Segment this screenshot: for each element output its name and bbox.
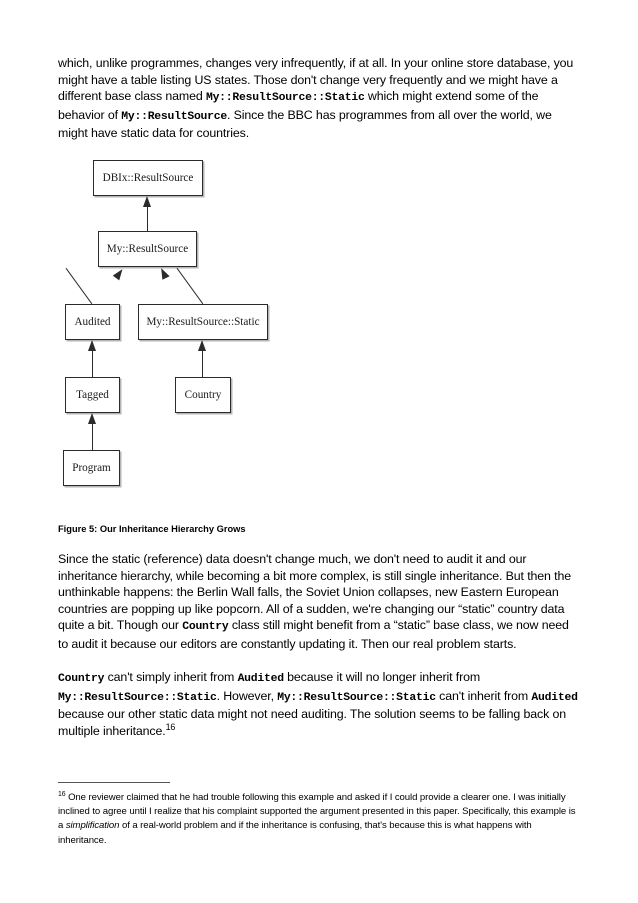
diagram-node-label: Audited xyxy=(74,316,111,328)
paragraph-2-text-1: Since the static (reference) data doesn'… xyxy=(58,552,571,633)
diagram-edge-country-to-static xyxy=(202,351,204,377)
inline-code-my-resultsource: My::ResultSource xyxy=(121,110,227,123)
inline-code-country: Country xyxy=(58,673,105,686)
diagram-arrowhead-myrs-to-dbix xyxy=(143,196,152,207)
paragraph-3-text-3: . However, xyxy=(216,688,278,703)
diagram-arrowhead-country-to-static xyxy=(198,340,207,351)
inline-code-audited: Audited xyxy=(237,673,284,686)
diagram-arrowhead-audited-to-myrs xyxy=(112,266,126,281)
diagram-node-dbix-resultsource: DBIx::ResultSource xyxy=(93,160,203,196)
document-body-continued: Since the static (reference) data doesn'… xyxy=(58,551,579,740)
inline-code-audited: Audited xyxy=(531,691,578,704)
diagram-node-program: Program xyxy=(63,450,120,486)
diagram-edge-program-to-tagged xyxy=(92,424,94,450)
footnote-marker: 16 xyxy=(58,790,66,798)
paragraph-3-text-2: because it will no longer inherit from xyxy=(283,670,481,685)
paragraph-3-text-1: can't simply inherit from xyxy=(104,670,238,685)
paragraph-2-text-2: class still might benefit from a “static… xyxy=(58,618,569,651)
diagram-node-label: Program xyxy=(72,462,111,474)
footnote-text-2: of a real-world problem and if the inher… xyxy=(58,820,532,846)
paragraph-1: which, unlike programmes, changes very i… xyxy=(58,55,579,142)
diagram-arrowhead-program-to-tagged xyxy=(88,413,97,424)
inline-code-my-resultsource-static: My::ResultSource::Static xyxy=(205,92,365,105)
paragraph-1-text-2: which might extend some of the behavior … xyxy=(58,89,539,122)
footnote-emphasis-simplification: simplification xyxy=(65,820,120,832)
diagram-node-label: My::ResultSource::Static xyxy=(146,316,260,328)
footnote-text-1: One reviewer claimed that he had trouble… xyxy=(58,792,576,832)
diagram-node-my-resultsource-static: My::ResultSource::Static xyxy=(138,304,268,340)
diagram-node-tagged: Tagged xyxy=(65,377,120,413)
paragraph-1-text-1: which, unlike programmes, changes very i… xyxy=(58,56,574,104)
diagram-node-label: DBIx::ResultSource xyxy=(102,172,194,184)
figure-inheritance-diagram: DBIx::ResultSource My::ResultSource Audi… xyxy=(58,155,348,500)
paragraph-2: Since the static (reference) data doesn'… xyxy=(58,551,579,653)
footnote-reference-16: 16 xyxy=(165,721,176,732)
diagram-node-country: Country xyxy=(175,377,231,413)
diagram-arrowhead-tagged-to-audited xyxy=(88,340,97,351)
diagram-edge-myrs-to-dbix xyxy=(147,207,149,231)
diagram-edge-tagged-to-audited xyxy=(92,351,94,377)
diagram-node-label: Country xyxy=(184,389,222,401)
diagram-edge-audited-to-myrs xyxy=(65,267,93,305)
diagram-edge-static-to-myrs xyxy=(176,267,204,305)
document-body: which, unlike programmes, changes very i… xyxy=(58,55,579,142)
paragraph-3-text-5: because our other static data might not … xyxy=(58,707,567,738)
footnote-divider xyxy=(58,782,170,783)
footnote-16: 16 One reviewer claimed that he had trou… xyxy=(58,791,579,848)
figure-caption: Figure 5: Our Inheritance Hierarchy Grow… xyxy=(58,524,246,534)
inline-code-country: Country xyxy=(182,621,229,634)
diagram-node-label: My::ResultSource xyxy=(106,243,189,255)
paragraph-3: Country can't simply inherit from Audite… xyxy=(58,669,579,739)
inline-code-my-resultsource-static: My::ResultSource::Static xyxy=(277,691,436,704)
paragraph-3-text-4: can't inherit from xyxy=(435,688,532,703)
inline-code-my-resultsource-static: My::ResultSource::Static xyxy=(58,691,217,704)
diagram-arrowhead-static-to-myrs xyxy=(157,266,170,280)
diagram-node-audited: Audited xyxy=(65,304,120,340)
diagram-node-label: Tagged xyxy=(76,389,109,401)
diagram-node-my-resultsource: My::ResultSource xyxy=(98,231,197,267)
paragraph-1-text-3: . Since the BBC has programmes from all … xyxy=(58,107,552,141)
